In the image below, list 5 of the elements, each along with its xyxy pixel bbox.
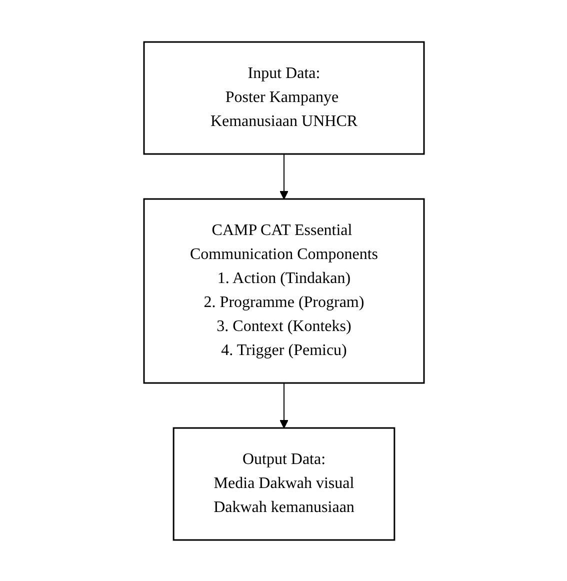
- arrow: [279, 382, 288, 428]
- arrow: [279, 153, 288, 199]
- node-box: CAMP CAT Essential Communication Components 1. Action (Tindakan) 2. Programme (Program) 3. Context (Konteks) 4. Trigger (Pemicu): [142, 198, 424, 384]
- node-box: Output Data: Media Dakwah visual Dakwah kemanusiaan: [172, 426, 395, 540]
- node-box: Input Data: Poster Kampanye Kemanusiaan UNHCR: [142, 40, 424, 154]
